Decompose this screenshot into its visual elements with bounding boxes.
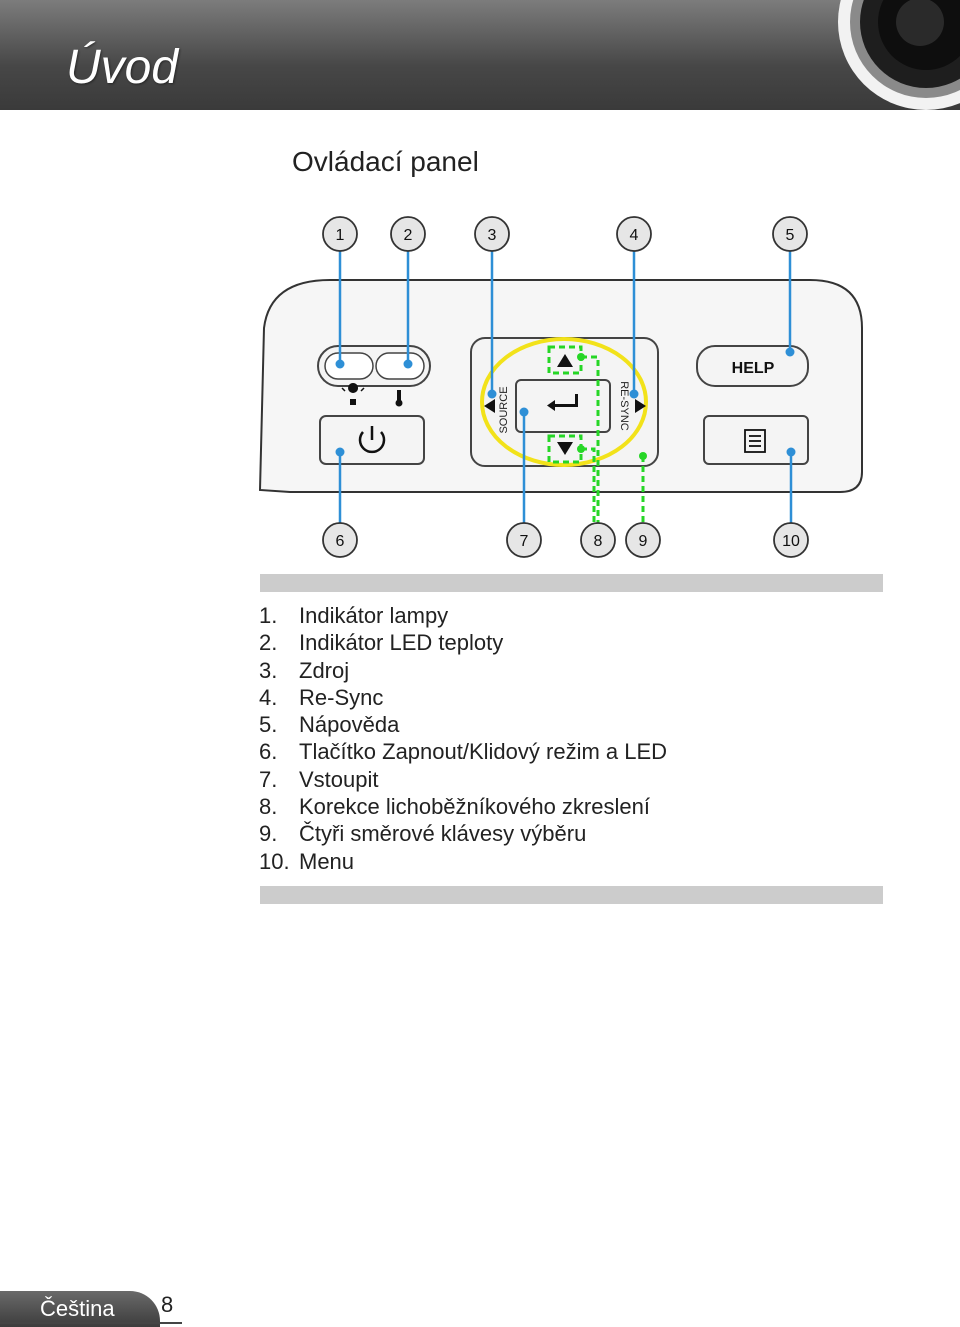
legend-item-text: Menu bbox=[299, 848, 355, 874]
page-number: 8 bbox=[161, 1292, 174, 1317]
legend-item-text: Indikátor LED teploty bbox=[299, 630, 504, 656]
legend-item-number: 6. bbox=[259, 739, 278, 765]
callout-bottom-circle bbox=[506, 522, 542, 558]
callout-bottom-circle bbox=[322, 522, 358, 558]
legend-rule-bottom bbox=[260, 886, 883, 904]
legend-item-text: Korekce lichoběžníkového zkreslení bbox=[299, 794, 650, 820]
legend-item-number: 3. bbox=[259, 657, 278, 683]
legend-item: 7. Vstoupit bbox=[259, 766, 667, 793]
legend-item: 2. Indikátor LED teploty bbox=[259, 629, 667, 656]
help-button bbox=[696, 345, 809, 387]
lamp-icon bbox=[341, 383, 365, 405]
page-title: Úvod bbox=[66, 41, 179, 94]
legend-item-number: 5. bbox=[259, 712, 278, 738]
callout-top-circle bbox=[390, 216, 426, 252]
callout-top-circle bbox=[616, 216, 652, 252]
right-arrow-button bbox=[635, 399, 646, 413]
callout-anchor-dot bbox=[487, 389, 497, 399]
legend-item: 1. Indikátor lampy bbox=[259, 602, 667, 629]
legend-item-text: Vstoupit bbox=[299, 766, 379, 792]
callout-bottom-label: 6 bbox=[336, 533, 345, 550]
callout-bottom-circle bbox=[773, 522, 809, 558]
callout-top-label: 2 bbox=[404, 227, 413, 244]
callout-top-circle bbox=[772, 216, 808, 252]
callout-bottom-label: 10 bbox=[782, 533, 800, 550]
legend-item-number: 10. bbox=[259, 848, 290, 874]
callout-anchor-dot bbox=[335, 447, 345, 457]
arrow-keys-ring bbox=[480, 337, 648, 467]
callout-bottom-label: 7 bbox=[520, 533, 529, 550]
footer-rule bbox=[0, 1322, 182, 1324]
legend-item-text: Nápověda bbox=[299, 712, 400, 738]
power-icon bbox=[358, 426, 386, 454]
help-label: HELP bbox=[732, 360, 775, 377]
lens-icon bbox=[838, 0, 960, 110]
section-title: Ovládací panel bbox=[292, 146, 479, 177]
legend-item: 8. Korekce lichoběžníkového zkreslení bbox=[259, 793, 667, 820]
temp-led bbox=[375, 352, 425, 380]
left-arrow-button bbox=[484, 399, 495, 413]
callout-anchor-dot bbox=[519, 407, 529, 417]
callout-top-label: 4 bbox=[630, 227, 639, 244]
lamp-led bbox=[324, 352, 374, 380]
legend-item-text: Indikátor lampy bbox=[299, 603, 449, 628]
legend-item: 5. Nápověda bbox=[259, 711, 667, 738]
source-label: SOURCE bbox=[498, 386, 510, 433]
callout-bottom-circle bbox=[625, 522, 661, 558]
menu-button bbox=[703, 415, 809, 465]
legend-item-text: Re-Sync bbox=[299, 684, 384, 710]
legend-item: 4. Re-Sync bbox=[259, 684, 667, 711]
menu-icon bbox=[744, 429, 766, 453]
callout-top-label: 3 bbox=[488, 227, 497, 244]
legend-item-text: Čtyři směrové klávesy výběru bbox=[299, 821, 587, 847]
legend-item-number: 8. bbox=[259, 794, 278, 820]
callout-bottom-label: 8 bbox=[594, 533, 603, 550]
legend-item: 3. Zdroj bbox=[259, 657, 667, 684]
callout-anchor-dot bbox=[403, 359, 413, 369]
callout-bottom-label: 9 bbox=[639, 533, 648, 550]
callout-anchor-dot bbox=[335, 359, 345, 369]
callout-bottom-circle bbox=[580, 522, 616, 558]
callout-anchor-dot bbox=[785, 347, 795, 357]
legend-item: 9. Čtyři směrové klávesy výběru bbox=[259, 820, 667, 847]
up-arrow-button bbox=[557, 354, 573, 367]
callout-top-circle bbox=[322, 216, 358, 252]
callout-top-circle bbox=[474, 216, 510, 252]
callout-anchor-dot bbox=[786, 447, 796, 457]
legend-rule-top bbox=[260, 574, 883, 592]
callout-top-label: 5 bbox=[786, 227, 795, 244]
callout-top-label: 1 bbox=[336, 227, 345, 244]
legend-item: 6. Tlačítko Zapnout/Klidový režim a LED bbox=[259, 738, 667, 765]
legend-item-number: 7. bbox=[259, 766, 278, 792]
control-panel-diagram: SOURCE RE-SYNC HELP 1 2 3 4 5 6 7 8 9 10 bbox=[258, 216, 863, 558]
legend-item-number: 1. bbox=[259, 603, 278, 628]
legend-item-text: Zdroj bbox=[299, 657, 350, 683]
legend-item-text: Tlačítko Zapnout/Klidový režim a LED bbox=[299, 739, 668, 765]
footer-language: Čeština bbox=[40, 1296, 115, 1321]
thermometer-icon bbox=[395, 390, 403, 407]
legend-item-number: 9. bbox=[259, 821, 278, 847]
header-bar: Úvod bbox=[0, 0, 960, 110]
legend-item-number: 4. bbox=[259, 684, 278, 710]
down-arrow-button bbox=[557, 442, 573, 455]
resync-label: RE-SYNC bbox=[618, 381, 630, 431]
callout-anchor-dot bbox=[629, 389, 639, 399]
legend-item: 10. Menu bbox=[259, 848, 667, 875]
enter-icon bbox=[547, 394, 578, 411]
keystone-markers bbox=[547, 345, 645, 538]
legend-list: 1. Indikátor lampy 2. Indikátor LED teploty… bbox=[259, 602, 667, 875]
legend-item-number: 2. bbox=[259, 630, 278, 656]
footer-language-tab bbox=[0, 1291, 160, 1327]
